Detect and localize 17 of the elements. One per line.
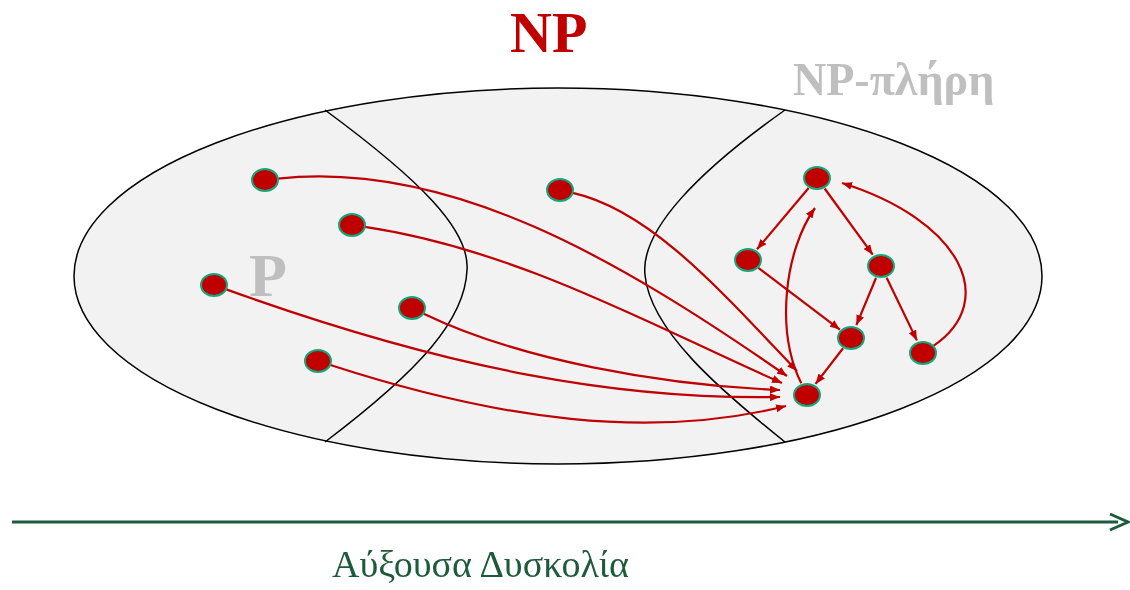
arrow: [814, 347, 844, 385]
arrow: [757, 266, 841, 331]
arrow: [225, 288, 780, 401]
axis-label: Αύξουσα Δυσκολία: [332, 545, 629, 583]
arrow: [572, 191, 798, 372]
arrow: [423, 312, 781, 394]
arrow: [330, 363, 787, 424]
arrow: [364, 225, 783, 384]
arrow: [841, 181, 967, 347]
region-label: NP-πλήρη: [793, 57, 995, 103]
arrow: [785, 207, 816, 384]
arrow: [885, 277, 918, 341]
arrow: [756, 187, 810, 250]
arrow: [823, 187, 874, 256]
set-title: NP: [510, 4, 588, 62]
arrow: [855, 277, 877, 326]
arrow: [277, 175, 788, 377]
